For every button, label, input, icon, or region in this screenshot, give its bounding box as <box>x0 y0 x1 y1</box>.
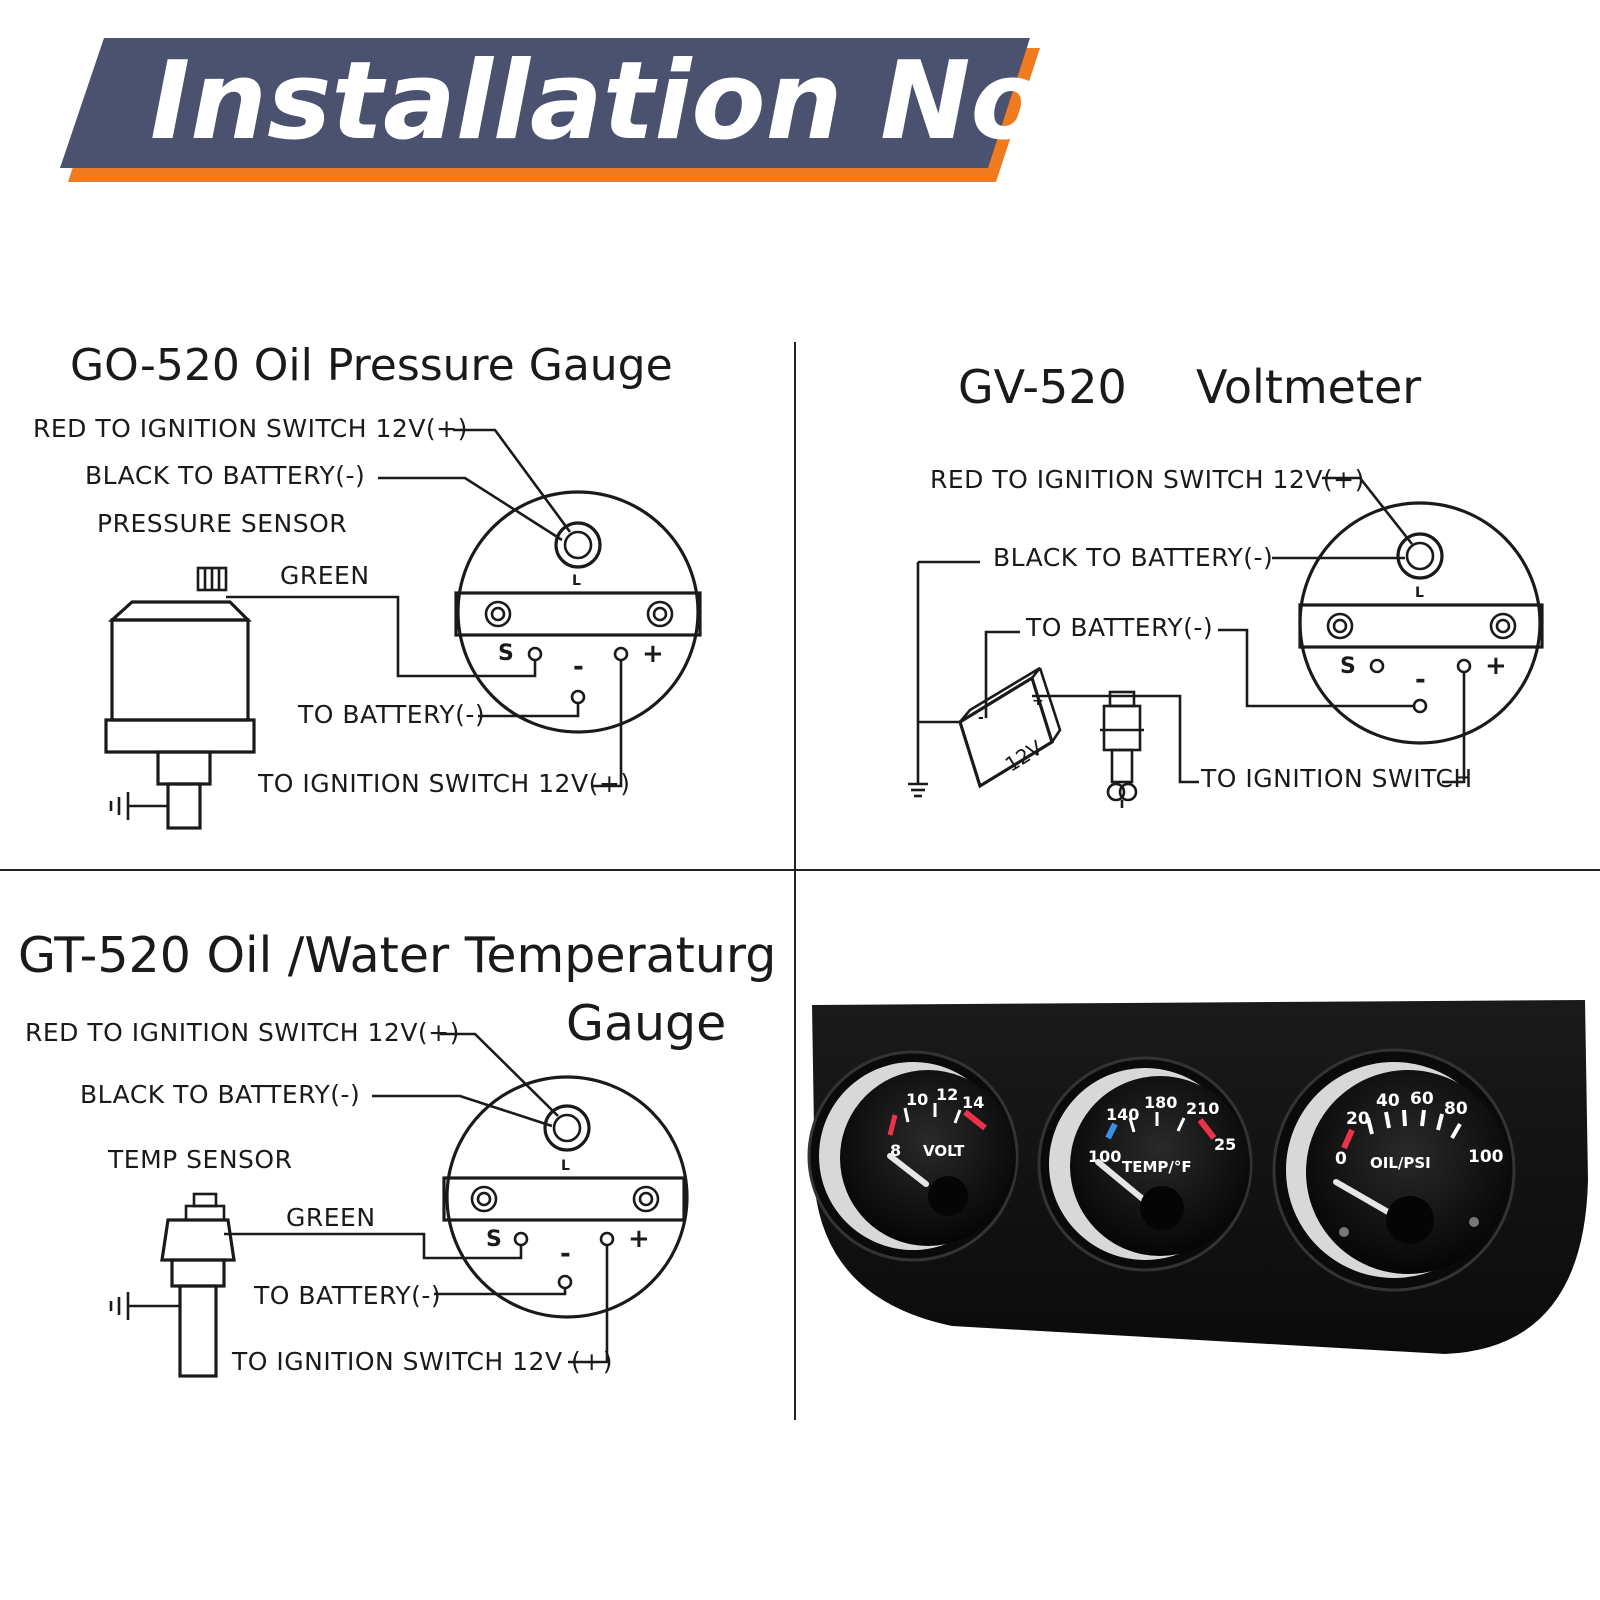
voltmeter-title-model: GV-520 <box>958 360 1127 414</box>
photo-volt-label: VOLT <box>923 1142 965 1160</box>
photo-oil-needle <box>1333 1179 1391 1215</box>
oil-green-label: GREEN <box>280 561 370 590</box>
temp-battery-label: TO BATTERY(-) <box>253 1281 441 1310</box>
volt-gauge-back: L S - + <box>1298 501 1544 745</box>
temp-terminal-minus: - <box>560 1239 571 1269</box>
photo-oil-tick-0: 0 <box>1335 1149 1347 1169</box>
gauge-panel-photo: 8 10 12 14 VOLT 100 140 180 210 25 TEMP/… <box>807 1000 1588 1354</box>
banner: Installation Notes <box>60 38 1234 182</box>
temp-terminal-plus: + <box>628 1224 650 1254</box>
photo-volt-tick-2: 12 <box>936 1085 958 1104</box>
oil-terminal-plus: + <box>642 639 664 669</box>
temp-red-label: RED TO IGNITION SWITCH 12V(+) <box>25 1018 460 1047</box>
volt-batt-minus: - <box>978 710 984 726</box>
photo-temp-needle <box>1095 1159 1147 1203</box>
oil-terminal-l: L <box>572 573 581 589</box>
temp-ignition-label: TO IGNITION SWITCH 12V (+) <box>231 1347 613 1376</box>
photo-temp-tick-2: 180 <box>1144 1093 1177 1112</box>
photo-temp-tick-0: 100 <box>1088 1147 1121 1166</box>
photo-volt-tick-1: 10 <box>906 1090 928 1109</box>
photo-oil-tick-3: 60 <box>1410 1089 1434 1109</box>
volt-terminal-minus: - <box>1415 665 1426 695</box>
oil-battery-label: TO BATTERY(-) <box>297 700 485 729</box>
oil-red-label: RED TO IGNITION SWITCH 12V(+) <box>33 414 468 443</box>
oil-sensor-label: PRESSURE SENSOR <box>97 509 347 538</box>
temperature-diagram: GT-520 Oil /Water Temperaturg Gauge RED … <box>18 927 776 1378</box>
volt-red-label: RED TO IGNITION SWITCH 12V(+) <box>930 465 1365 494</box>
oil-ignition-label: TO IGNITION SWITCH 12V(+) <box>257 769 631 798</box>
volt-batt-plus: + <box>1032 693 1044 709</box>
photo-oil-tick-4: 80 <box>1444 1099 1468 1119</box>
volt-battery: - + 12V <box>958 666 1062 789</box>
photo-oil-tick-1: 20 <box>1346 1109 1370 1129</box>
banner-title: Installation Notes <box>150 39 1234 164</box>
volt-battery-label: TO BATTERY(-) <box>1025 613 1213 642</box>
volt-terminal-s: S <box>1340 654 1356 679</box>
voltmeter-title-name: Voltmeter <box>1196 360 1421 414</box>
volt-ignition-label: TO IGNITION SWITCH <box>1200 764 1473 793</box>
photo-oil-tick-2: 40 <box>1376 1091 1400 1111</box>
photo-volt-tick-0: 8 <box>890 1141 901 1160</box>
temp-title-line2: Gauge <box>566 995 726 1052</box>
photo-temp-label: TEMP/°F <box>1122 1158 1192 1176</box>
oil-terminal-s: S <box>498 641 514 666</box>
photo-oil-tick-5: 100 <box>1468 1147 1504 1167</box>
oil-pressure-title: GO-520 Oil Pressure Gauge <box>70 340 673 391</box>
temp-black-label: BLACK TO BATTERY(-) <box>80 1080 360 1109</box>
temp-terminal-l: L <box>561 1158 570 1174</box>
photo-oil-label: OIL/PSI <box>1370 1154 1431 1172</box>
photo-temp-tick-4: 25 <box>1214 1135 1236 1154</box>
temp-green-label: GREEN <box>286 1203 376 1232</box>
oil-terminal-minus: - <box>573 652 584 682</box>
volt-wires <box>918 476 1466 784</box>
volt-terminal-plus: + <box>1485 651 1507 681</box>
photo-temp-tick-3: 210 <box>1186 1099 1219 1118</box>
oil-black-label: BLACK TO BATTERY(-) <box>85 461 365 490</box>
volt-terminal-l: L <box>1415 585 1424 601</box>
volt-ground-symbol <box>908 562 928 798</box>
volt-ignition-key <box>1100 690 1144 808</box>
temp-title-line1: GT-520 Oil /Water Temperaturg <box>18 927 776 984</box>
temp-sensor-label: TEMP SENSOR <box>107 1145 292 1174</box>
temp-sensor <box>109 1192 236 1378</box>
oil-pressure-sensor <box>104 566 256 830</box>
temp-gauge-back: L S - + <box>442 1075 689 1319</box>
photo-volt-tick-3: 14 <box>962 1093 984 1112</box>
photo-volt-gauge: 8 10 12 14 VOLT <box>807 1050 1019 1262</box>
photo-temp-tick-1: 140 <box>1106 1105 1139 1124</box>
oil-gauge-back: L S - + <box>454 490 702 734</box>
photo-temp-gauge: 100 140 180 210 25 TEMP/°F <box>1037 1056 1253 1272</box>
photo-volt-needle <box>887 1153 929 1187</box>
volt-black-label: BLACK TO BATTERY(-) <box>993 543 1273 572</box>
oil-wires <box>226 428 623 788</box>
voltmeter-diagram: GV-520 Voltmeter RED TO IGNITION SWITCH … <box>908 360 1544 808</box>
temp-wires <box>224 1032 609 1364</box>
banner-bg <box>60 38 1030 168</box>
temp-terminal-s: S <box>486 1227 502 1252</box>
oil-pressure-diagram: GO-520 Oil Pressure Gauge RED TO IGNITIO… <box>33 340 702 830</box>
photo-oil-gauge: 0 20 40 60 80 100 OIL/PSI <box>1272 1048 1516 1292</box>
